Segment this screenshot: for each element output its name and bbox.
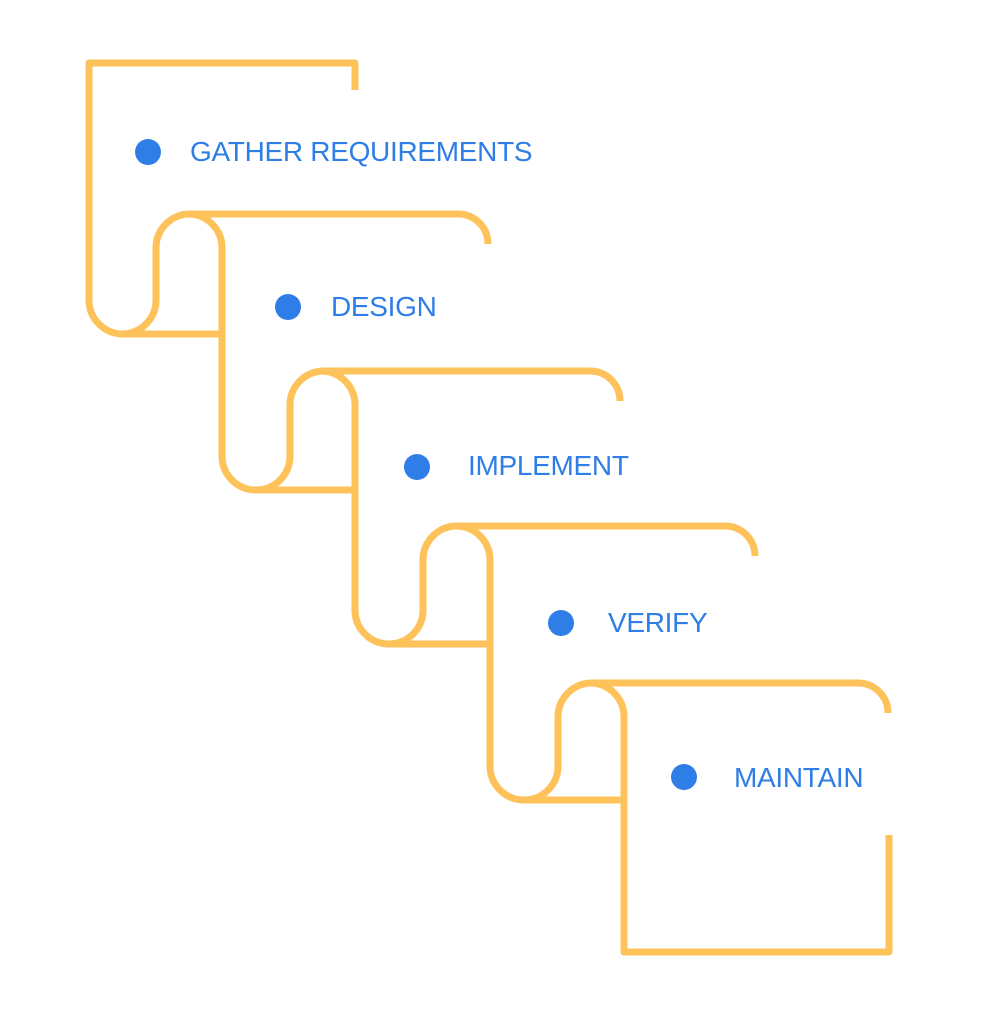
step-gather-requirements: GATHER REQUIREMENTS [135, 136, 533, 167]
scroll-curl-3 [419, 522, 562, 804]
page-outline-5 [592, 679, 892, 714]
step-bullet [671, 764, 697, 790]
step-label: VERIFY [608, 607, 708, 638]
page-outline-2 [190, 210, 492, 245]
step-label: DESIGN [331, 291, 437, 322]
scroll-curl-2 [286, 367, 427, 648]
scroll-curl-4 [554, 679, 893, 956]
outline-group [85, 59, 893, 956]
step-design: DESIGN [275, 291, 437, 322]
step-implement: IMPLEMENT [404, 450, 629, 481]
page-outline-4 [457, 522, 759, 557]
step-maintain: MAINTAIN [671, 762, 864, 793]
step-bullet [275, 294, 301, 320]
step-bullet [135, 139, 161, 165]
step-verify: VERIFY [548, 607, 708, 638]
step-label: IMPLEMENT [468, 450, 629, 481]
page-outline-1 [85, 59, 359, 338]
scroll-curl-1 [122, 210, 294, 494]
step-bullet [548, 610, 574, 636]
page-outline-3 [323, 367, 624, 402]
step-label: GATHER REQUIREMENTS [190, 136, 532, 167]
step-label: MAINTAIN [734, 762, 863, 793]
step-bullet [404, 454, 430, 480]
